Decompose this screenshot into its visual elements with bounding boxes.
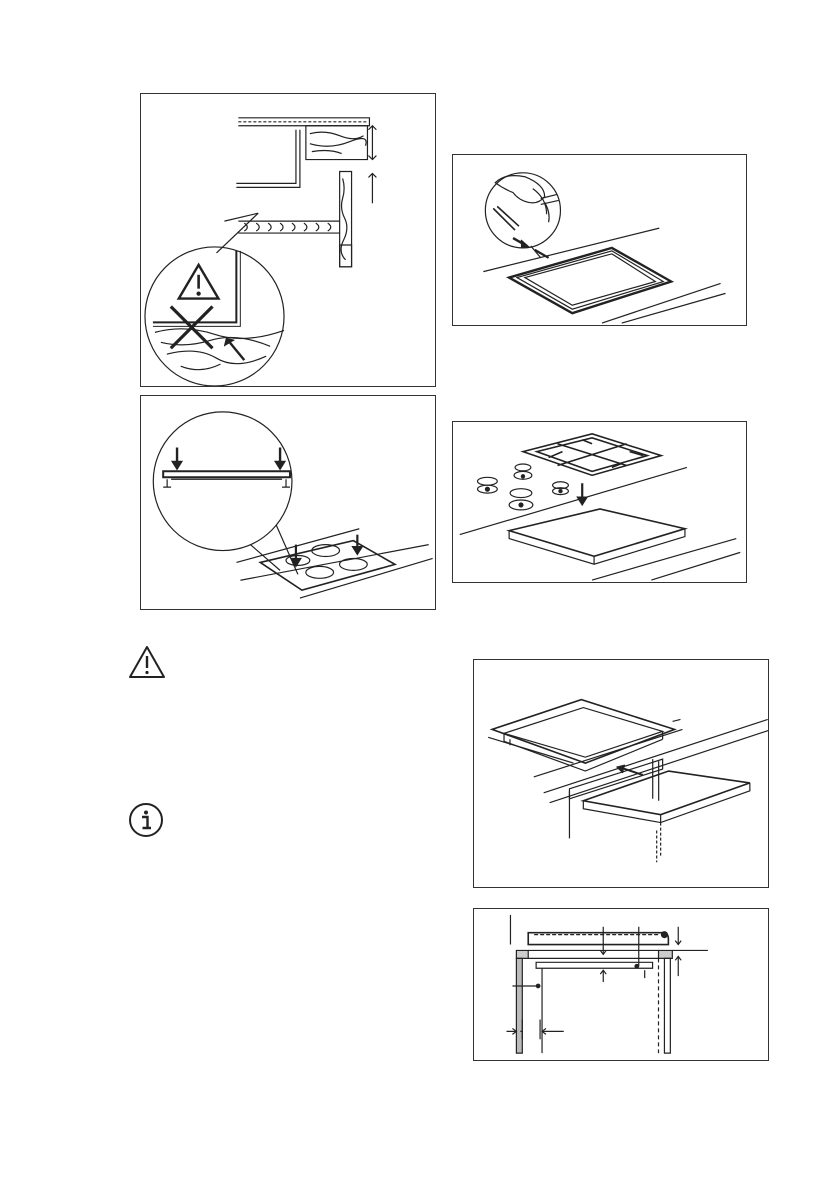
figure-gas-hob-insert xyxy=(452,421,747,583)
drawer-cabinet-illustration xyxy=(474,660,768,887)
gasket-illustration xyxy=(453,155,746,325)
counter-edge-illustration xyxy=(141,94,435,386)
info-icon xyxy=(128,802,164,838)
gas-hob-illustration xyxy=(453,422,746,582)
figure-ceramic-hob-insert xyxy=(140,395,436,610)
figure-cross-section-dimensions xyxy=(473,908,769,1061)
figure-counter-edge-warning xyxy=(140,93,436,387)
ceramic-hob-illustration xyxy=(141,396,435,609)
figure-gasket-application xyxy=(452,154,747,326)
figure-drawer-cabinet-installation xyxy=(473,659,769,888)
cross-section-illustration xyxy=(474,909,768,1060)
warning-triangle-icon xyxy=(128,645,166,679)
